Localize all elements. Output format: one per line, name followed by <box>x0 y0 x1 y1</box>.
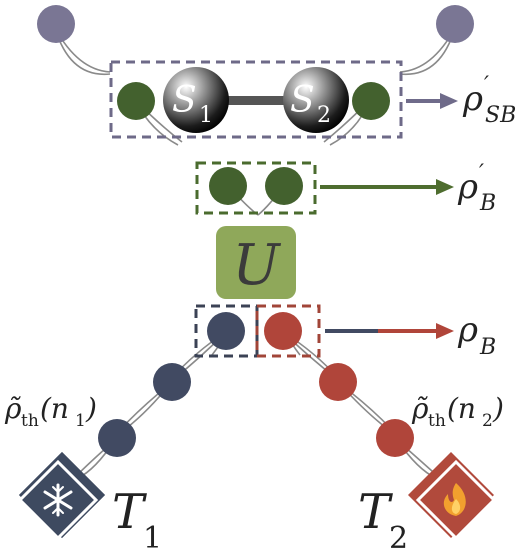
snowflake-icon <box>43 483 73 517</box>
svg-text:(n: (n <box>447 392 476 425</box>
hot-chain-node-2 <box>376 419 414 457</box>
rho-b-prime-label: ρ ′ B <box>457 161 496 216</box>
ancilla-node-top-left <box>37 5 75 43</box>
qubit-s1: S 1 <box>163 67 229 133</box>
svg-text:T: T <box>358 484 393 540</box>
bath-node-cold <box>207 312 245 350</box>
bath-box-cold-half <box>194 304 259 358</box>
svg-text:′: ′ <box>484 73 489 98</box>
qubit-bond <box>220 96 300 105</box>
unitary-block: U <box>216 226 296 299</box>
svg-text:ρ: ρ <box>457 167 478 207</box>
rho-sb-label: ρ ′ SB <box>462 73 516 128</box>
bath-box-hot-half <box>255 304 321 358</box>
top-connectors <box>54 27 456 356</box>
s2-label-sub: 2 <box>317 103 331 128</box>
bath-node-prime-2 <box>265 167 303 205</box>
ancilla-node-left <box>117 82 155 120</box>
svg-text:ρ: ρ <box>457 310 478 350</box>
svg-text:th: th <box>21 411 39 431</box>
bath-prime-box <box>195 161 317 215</box>
system-bath-box <box>109 60 403 139</box>
cold-chain-node-1 <box>153 363 191 401</box>
arrow-rho-sb <box>406 93 458 109</box>
arrow-rho-b <box>325 323 454 339</box>
t2-label: T 2 <box>358 484 408 556</box>
bath-node-hot <box>264 312 302 350</box>
svg-text:1: 1 <box>75 411 86 431</box>
svg-text:SB: SB <box>485 103 516 128</box>
svg-text:′: ′ <box>479 161 484 186</box>
unitary-label: U <box>232 233 281 298</box>
hot-bath-reservoir <box>408 452 497 541</box>
svg-text:ρ̃: ρ̃ <box>411 392 429 425</box>
svg-text:2: 2 <box>482 411 493 431</box>
s2-label-base: S <box>290 80 315 121</box>
svg-text:(n: (n <box>40 392 69 425</box>
svg-text:ρ: ρ <box>462 79 483 119</box>
svg-text:B: B <box>479 335 496 360</box>
svg-text:th: th <box>428 411 446 431</box>
flame-icon <box>443 483 466 516</box>
svg-text:2: 2 <box>389 521 408 556</box>
svg-text:ρ̃: ρ̃ <box>4 392 22 425</box>
arrow-rho-b-prime <box>320 179 454 195</box>
thermal-state-right-label: ρ̃ th (n 2 ) <box>411 392 504 431</box>
cold-bath-reservoir <box>17 452 105 541</box>
hot-chain-node-1 <box>319 363 357 401</box>
t1-label: T 1 <box>112 484 162 556</box>
svg-text:): ) <box>492 392 504 425</box>
thermal-state-left-label: ρ̃ th (n 1 ) <box>4 392 97 431</box>
svg-text:T: T <box>112 484 147 540</box>
s1-label-sub: 1 <box>199 103 213 128</box>
svg-text:1: 1 <box>143 521 162 556</box>
rho-b-label: ρ B <box>457 310 496 360</box>
s1-label-base: S <box>172 80 197 121</box>
ancilla-node-right <box>352 82 390 120</box>
svg-text:): ) <box>85 392 97 425</box>
ancilla-node-top-right <box>436 5 474 43</box>
cold-chain-node-2 <box>98 419 136 457</box>
bath-node-prime-1 <box>209 167 247 205</box>
svg-text:B: B <box>479 191 496 216</box>
qubit-s2: S 2 <box>283 67 349 133</box>
